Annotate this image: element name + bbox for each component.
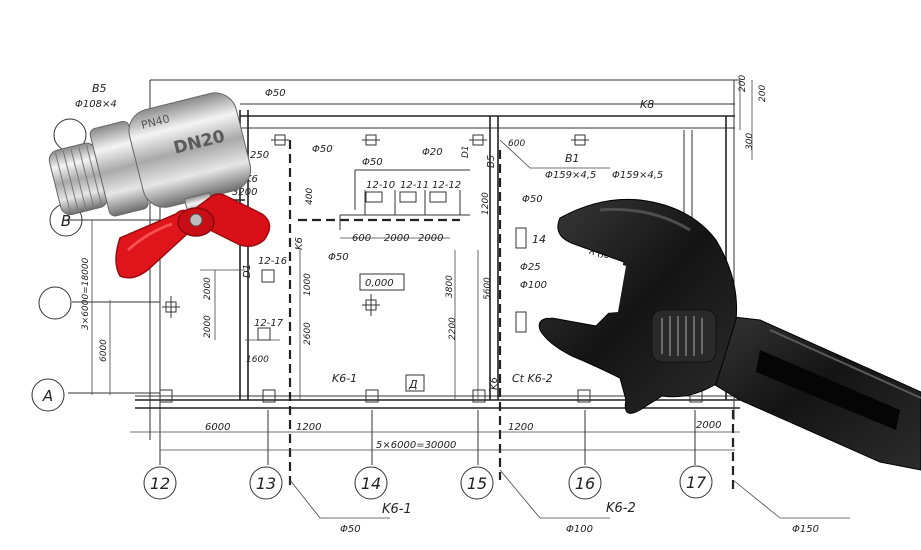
label-dim-250: 250 (250, 150, 269, 161)
label-room-12-10: 12-10 (366, 180, 395, 191)
label-phi-50-d: Φ50 (328, 252, 349, 263)
label-phi-159-a: Φ159×4,5 (545, 170, 596, 181)
label-room-12-17: 12-17 (254, 318, 284, 329)
label-dim-300: 300 (745, 133, 755, 150)
grid-bubble-b: B (61, 212, 71, 230)
label-dim-2000a: 2000 (384, 233, 409, 244)
floor-plan-drawing (68, 79, 850, 519)
label-phi-159-b: Φ159×4,5 (612, 170, 663, 181)
valve-butterfly-handle[interactable] (115, 193, 271, 279)
label-b1: B1 (565, 152, 580, 165)
label-phi-25: Φ25 (520, 262, 541, 273)
label-k6-1-bottom: K6-1 (382, 502, 412, 517)
label-phi-100-bottom: Φ100 (566, 524, 593, 535)
blueprint-annotations: B5 Φ108×4 Φ50 K8 200 200 300 250 K6 3200… (75, 75, 819, 535)
grid-bubble-12: 12 (150, 474, 170, 493)
grid-bubbles: 12 13 14 15 16 17 B A (31, 118, 713, 500)
label-d1-left: D1 (242, 264, 253, 278)
label-k8: K8 (640, 98, 654, 111)
label-phi-50-bottom: Φ50 (340, 524, 361, 535)
label-phi-50-c: Φ50 (522, 194, 543, 205)
label-dim-2000e: 2000 (696, 420, 721, 431)
label-dim-1200-v: 1200 (481, 192, 491, 215)
label-ct-k6-2: Ct K6-2 (512, 372, 553, 385)
label-dim-200a: 200 (738, 75, 748, 92)
label-d1-top: D1 (461, 145, 471, 158)
label-dim-200b: 200 (758, 85, 768, 102)
label-dim-2000b: 2000 (418, 233, 443, 244)
label-mark-14: 14 (532, 233, 546, 246)
label-dim-6000: 6000 (205, 422, 230, 433)
label-dim-3200: 3200 (232, 187, 257, 198)
wrench-worm-gear (651, 309, 717, 363)
label-b5-top: B5 (92, 82, 107, 95)
grid-bubble-13: 13 (256, 474, 276, 493)
label-level-0b: 0,000 (588, 250, 617, 261)
label-dim-1600: 1600 (246, 355, 269, 365)
label-dim-600-top: 600 (508, 139, 525, 149)
label-dim-1200a: 1200 (296, 422, 321, 433)
label-dim-600: 600 (352, 233, 371, 244)
label-dim-2600: 2600 (303, 322, 313, 345)
label-phi-150-bottom: Φ150 (792, 524, 819, 535)
label-dim-3x6000: 3×6000=18000 (81, 257, 91, 330)
label-phi-50-top: Φ50 (265, 88, 286, 99)
grid-bubble-14: 14 (361, 474, 381, 493)
label-dim-2000c: 2000 (203, 277, 213, 300)
label-k6-1: K6-1 (332, 372, 357, 385)
label-dim-5x6000: 5×6000=30000 (376, 440, 456, 451)
label-room-12-16: 12-16 (258, 256, 287, 267)
label-room-d: Д (408, 378, 418, 391)
grid-bubble-15: 15 (467, 474, 487, 493)
label-phi-20: Φ20 (422, 147, 443, 158)
label-room-12-11: 12-11 (400, 180, 429, 191)
grid-bubble-a: A (42, 387, 53, 405)
label-dim-2000d: 2000 (203, 315, 213, 338)
label-dim-2200: 2200 (448, 317, 458, 340)
grid-bubble-16: 16 (575, 474, 595, 493)
label-k6-v: K6 (294, 237, 305, 250)
label-k6-mid: K6 (489, 377, 500, 390)
grid-bubble-17: 17 (686, 473, 707, 492)
label-k6-2-bottom: K6-2 (606, 501, 636, 516)
label-b5-mid: B5 (486, 155, 497, 168)
label-k6: K6 (245, 174, 258, 185)
label-dim-3800: 3800 (445, 275, 455, 298)
adjustable-wrench (538, 198, 921, 471)
label-phi-50-a: Φ50 (312, 144, 333, 155)
label-dim-400: 400 (305, 188, 315, 205)
label-room-12-12: 12-12 (432, 180, 461, 191)
label-dim-1200b: 1200 (508, 422, 533, 433)
label-phi-50-b: Φ50 (362, 157, 383, 168)
label-phi-100: Φ100 (520, 280, 547, 291)
label-dim-5600: 5600 (483, 277, 493, 300)
label-level-0a: 0,000 (365, 278, 394, 289)
label-phi-108: Φ108×4 (75, 99, 117, 110)
ball-valve: PN40 DN20 (48, 92, 252, 227)
label-dim-6000-v: 6000 (99, 339, 109, 362)
label-dim-1000: 1000 (303, 273, 313, 296)
